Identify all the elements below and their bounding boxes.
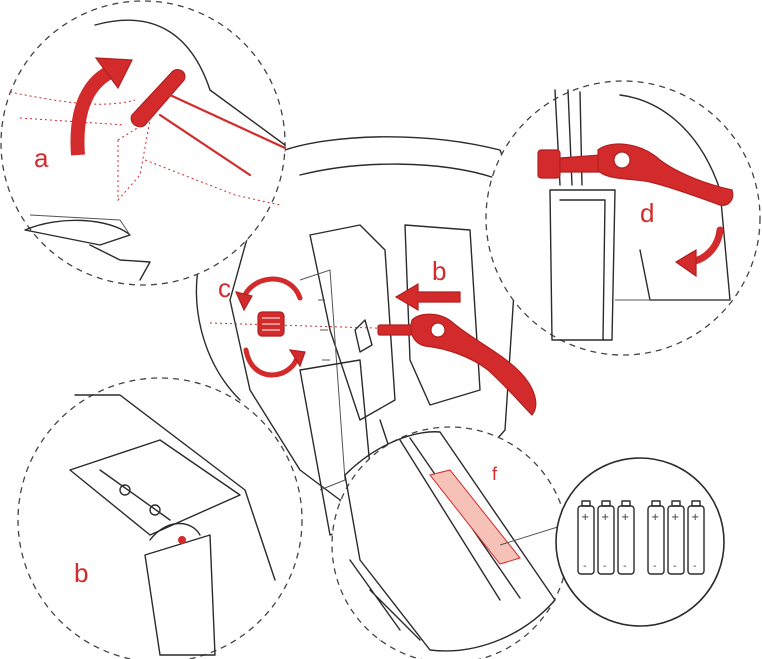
- svg-text:+: +: [651, 512, 659, 523]
- label-b-main: b: [432, 256, 446, 286]
- quick-release-assembly: [209, 276, 537, 416]
- svg-text:-: -: [673, 561, 677, 572]
- detail-circle-f: f + - + - + -: [331, 426, 725, 659]
- rotate-arrow-bottom-icon: [243, 347, 301, 378]
- battery-5: + -: [667, 500, 685, 575]
- curved-arrow-up-icon: [70, 65, 114, 156]
- label-d: d: [640, 198, 654, 228]
- battery-3: + -: [617, 500, 635, 575]
- detail-circle-b: b: [17, 377, 303, 659]
- handle-bar-icon: [130, 68, 186, 128]
- detail-circle-a: a: [0, 0, 287, 286]
- battery-4: + -: [647, 500, 665, 575]
- svg-text:+: +: [581, 512, 589, 523]
- svg-text:-: -: [653, 561, 657, 572]
- detail-circle-d: d: [485, 80, 761, 356]
- battery-inset-circle: [555, 457, 725, 627]
- label-a: a: [34, 143, 49, 173]
- svg-text:+: +: [691, 512, 699, 523]
- knob-detail-icon: [537, 149, 561, 179]
- label-b-detail: b: [74, 558, 88, 588]
- svg-text:-: -: [693, 561, 697, 572]
- svg-text:+: +: [601, 512, 609, 523]
- battery-cover-highlight: [429, 469, 521, 565]
- arrow-left-icon: [394, 282, 461, 312]
- svg-text:+: +: [671, 512, 679, 523]
- lever-detail-icon: [597, 143, 734, 206]
- svg-text:-: -: [623, 561, 627, 572]
- label-c: c: [218, 273, 231, 303]
- svg-text:-: -: [583, 561, 587, 572]
- battery-2: + -: [597, 500, 615, 575]
- svg-text:+: +: [621, 512, 629, 523]
- battery-1: + -: [577, 500, 595, 575]
- bolt-icon: [377, 324, 413, 336]
- lever-icon: [410, 313, 537, 416]
- pin-dot-icon: [178, 536, 186, 544]
- battery-group: + - + - + - + -: [577, 500, 705, 575]
- label-f: f: [492, 464, 498, 484]
- rotate-arrow-top-icon: [240, 276, 303, 303]
- battery-6: + -: [687, 500, 705, 575]
- svg-text:-: -: [603, 561, 607, 572]
